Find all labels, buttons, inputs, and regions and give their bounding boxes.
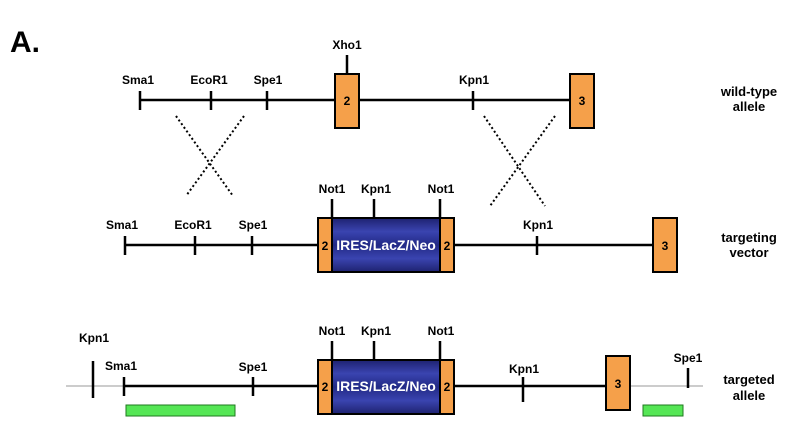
targeted-cassette xyxy=(331,359,441,415)
vector-not1-left-label: Not1 xyxy=(319,182,346,196)
targeted-not1-right-label: Not1 xyxy=(428,324,455,338)
targeted-probe-5prime xyxy=(125,404,236,417)
wildtype-exon-3 xyxy=(569,73,595,129)
wildtype-sma1-label: Sma1 xyxy=(122,73,154,87)
targeted-spe1-far-label: Spe1 xyxy=(674,351,703,365)
targeted-name-line1: targeted xyxy=(723,372,774,387)
crossover-left-b xyxy=(185,115,245,197)
vector-kpn1-label: Kpn1 xyxy=(523,218,553,232)
crossover-left-a xyxy=(175,115,234,197)
vector-not1-right-label: Not1 xyxy=(428,182,455,196)
wildtype-ecor1-label: EcoR1 xyxy=(190,73,228,87)
wildtype-exon-2 xyxy=(334,73,360,129)
vector-exon-3-label: 3 xyxy=(662,239,669,253)
vector-ecor1-label: EcoR1 xyxy=(174,218,212,232)
targeted-kpn1-far-label: Kpn1 xyxy=(79,331,109,345)
wildtype-kpn1-label: Kpn1 xyxy=(459,73,489,87)
targeted-exon-3 xyxy=(605,355,631,411)
targeted-exon-2-left-label: 2 xyxy=(322,380,329,394)
wildtype-exon-3-label: 3 xyxy=(579,94,586,108)
targeted-exon-3-label: 3 xyxy=(615,377,622,391)
vector-name-line1: targeting xyxy=(721,230,777,245)
targeted-spe1-label: Spe1 xyxy=(239,360,268,374)
wildtype-xho1-label: Xho1 xyxy=(332,38,362,52)
vector-sma1-label: Sma1 xyxy=(106,218,138,232)
wildtype-allele: 2 3 Sma1 EcoR1 Spe1 Xho1 Kpn1 wild-type … xyxy=(122,38,777,129)
wildtype-name-line2: allele xyxy=(733,99,766,114)
targeted-exon-2-right-label: 2 xyxy=(444,380,451,394)
vector-spe1-label: Spe1 xyxy=(239,218,268,232)
targeted-sma1-label: Sma1 xyxy=(105,359,137,373)
targeting-vector: 2 2 IRES/LacZ/Neo 3 Sma1 EcoR1 Spe1 Not1… xyxy=(106,182,777,273)
recombination-crossovers xyxy=(175,115,556,207)
vector-name-line2: vector xyxy=(729,245,768,260)
vector-exon-3 xyxy=(652,217,678,273)
panel-label: A. xyxy=(10,26,40,59)
wildtype-name-line1: wild-type xyxy=(720,84,777,99)
targeted-cassette-label: IRES/LacZ/Neo xyxy=(336,378,436,394)
vector-exon-2-left-label: 2 xyxy=(322,239,329,253)
crossover-right-b xyxy=(489,115,556,207)
crossover-right-a xyxy=(483,115,546,207)
vector-cassette xyxy=(331,217,441,273)
targeted-probe-3prime xyxy=(642,404,684,417)
vector-exon-2-right-label: 2 xyxy=(444,239,451,253)
vector-exon-2-right xyxy=(439,217,455,273)
targeted-allele: 2 2 IRES/LacZ/Neo 3 Kpn1 Sma1 Spe1 Not1 … xyxy=(66,324,775,417)
wildtype-spe1-label: Spe1 xyxy=(254,73,283,87)
targeted-not1-left-label: Not1 xyxy=(319,324,346,338)
targeted-kpn1-label: Kpn1 xyxy=(509,362,539,376)
wildtype-exon-2-label: 2 xyxy=(344,94,351,108)
targeted-exon-2-right xyxy=(439,359,455,415)
targeted-name-line2: allele xyxy=(733,388,766,403)
targeted-kpn1-cassette-label: Kpn1 xyxy=(361,324,391,338)
vector-cassette-label: IRES/LacZ/Neo xyxy=(336,237,436,253)
vector-kpn1-cassette-label: Kpn1 xyxy=(361,182,391,196)
